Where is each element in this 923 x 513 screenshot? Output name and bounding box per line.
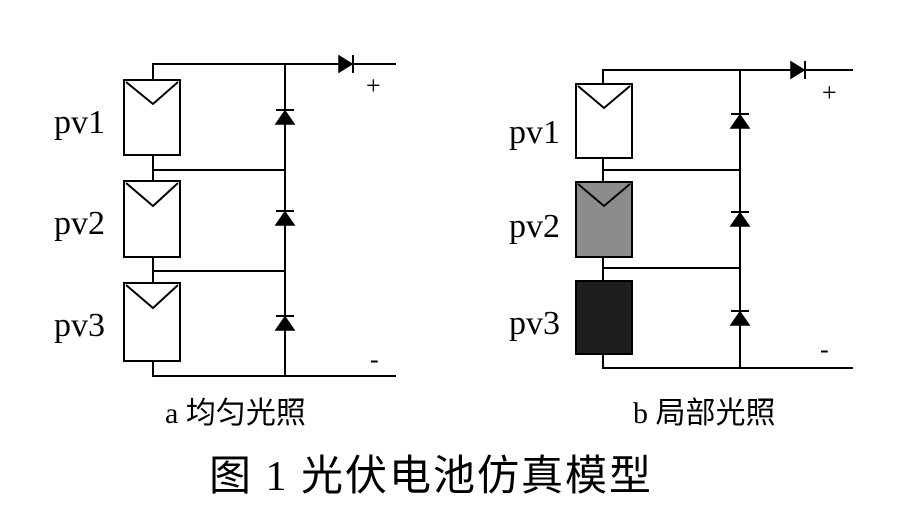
circuit-b-plus-label: + [822, 78, 837, 107]
circuit-b-top-wire [602, 69, 853, 84]
circuit-b-bypass-diode [729, 310, 751, 326]
circuit-b-pv1-label: pv1 [509, 114, 560, 151]
circuit-a-output-diode [338, 54, 354, 74]
panel-chevron-icon [125, 81, 179, 106]
panel-body [575, 83, 633, 159]
panel-chevron-icon [125, 182, 179, 208]
circuit-b: + - pv1 [509, 60, 853, 430]
panel-body [123, 79, 181, 156]
circuit-b-bottom-wire [602, 354, 853, 369]
panel-body [575, 181, 633, 258]
circuit-a-top-wire [152, 63, 396, 80]
panel-chevron-icon [125, 284, 179, 310]
circuit-a-pv2-label: pv2 [54, 205, 105, 242]
circuit-a-bypass-diode [274, 315, 296, 331]
circuit-a-panel-pv3 [123, 282, 181, 362]
circuit-a-bottom-wire [152, 361, 396, 377]
circuit-b-panel-pv2 [575, 181, 633, 258]
circuit-a-minus-label: - [370, 345, 379, 374]
figure-caption: 图 1 光伏电池仿真模型 [209, 454, 653, 500]
panel-body [575, 280, 633, 355]
circuit-a-sublabel: a 均匀光照 [165, 397, 306, 430]
circuit-b-bypass-diode [729, 113, 751, 129]
panel-chevron-icon [577, 183, 631, 208]
circuit-b-pv2-label: pv2 [509, 208, 560, 245]
circuit-a-pv1-label: pv1 [54, 104, 105, 141]
panel-body [123, 282, 181, 362]
circuit-a-panel-pv1 [123, 79, 181, 156]
circuit-b-pv3-label: pv3 [509, 305, 560, 342]
circuit-b-bypass-diode [729, 211, 751, 227]
circuit-b-panel-pv1 [575, 83, 633, 159]
circuit-b-panel-pv3 [575, 280, 633, 355]
panel-body [123, 180, 181, 258]
circuit-a-bypass-diode [274, 109, 296, 125]
circuit-a-bypass-diode [274, 210, 296, 226]
circuit-b-output-diode [790, 60, 806, 80]
circuit-a-pv3-label: pv3 [54, 307, 105, 344]
circuit-b-sublabel: b 局部光照 [633, 397, 776, 430]
circuit-a: + - pv1 [54, 54, 396, 430]
circuit-a-panel-pv2 [123, 180, 181, 258]
circuit-a-plus-label: + [366, 71, 381, 100]
panel-chevron-icon [577, 85, 631, 110]
circuit-b-minus-label: - [820, 335, 829, 364]
